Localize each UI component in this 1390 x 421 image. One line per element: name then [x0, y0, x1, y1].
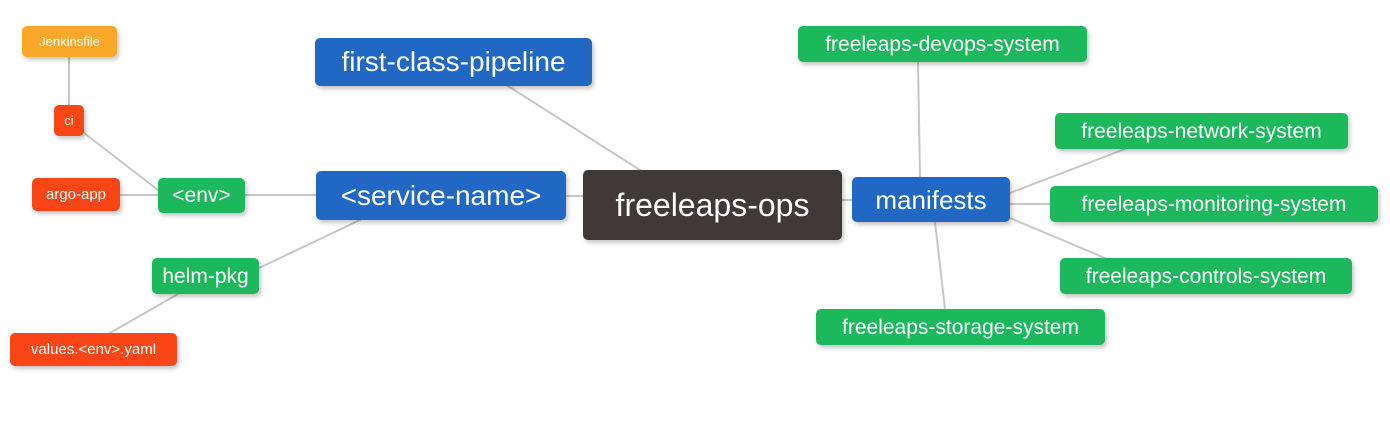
node-argo-app[interactable]: argo-app	[32, 178, 120, 211]
node-ci[interactable]: ci	[54, 105, 84, 136]
node-freeleaps-network-system[interactable]: freeleaps-network-system	[1055, 113, 1348, 149]
node-label-freeleaps-ops: freeleaps-ops	[615, 187, 810, 223]
node-label-helm-pkg: helm-pkg	[162, 264, 249, 288]
node-label-freeleaps-storage-system: freeleaps-storage-system	[842, 315, 1079, 339]
node-service-name[interactable]: <service-name>	[316, 171, 566, 220]
node-label-freeleaps-controls-system: freeleaps-controls-system	[1085, 264, 1327, 288]
node-label-argo-app: argo-app	[45, 186, 107, 203]
node-label-service-name: <service-name>	[340, 179, 542, 211]
node-freeleaps-devops-system[interactable]: freeleaps-devops-system	[798, 26, 1087, 62]
node-freeleaps-ops[interactable]: freeleaps-ops	[583, 170, 842, 240]
node-helm-pkg[interactable]: helm-pkg	[152, 258, 259, 294]
edge-helm-pkg-to-values-yaml	[109, 293, 179, 334]
node-label-freeleaps-network-system: freeleaps-network-system	[1081, 119, 1322, 143]
node-freeleaps-monitoring-system[interactable]: freeleaps-monitoring-system	[1050, 186, 1378, 222]
node-label-values-yaml: values.<env>.yaml	[30, 341, 157, 358]
node-label-first-class-pipeline: first-class-pipeline	[341, 46, 566, 77]
edge-first-class-pipeline-to-freeleaps-ops	[507, 85, 641, 171]
node-env[interactable]: <env>	[158, 178, 245, 213]
node-label-manifests: manifests	[875, 184, 987, 215]
node-freeleaps-controls-system[interactable]: freeleaps-controls-system	[1060, 258, 1352, 294]
edge-manifests-to-freeleaps-devops-system	[917, 61, 921, 178]
node-jenkinsfile[interactable]: Jenkinsfile	[22, 26, 117, 57]
node-label-jenkinsfile: Jenkinsfile	[39, 34, 100, 49]
node-label-env: <env>	[172, 184, 231, 207]
edge-manifests-to-freeleaps-storage-system	[934, 221, 946, 310]
node-manifests[interactable]: manifests	[852, 177, 1010, 222]
node-values-yaml[interactable]: values.<env>.yaml	[10, 333, 177, 366]
edge-manifests-to-freeleaps-controls-system	[1009, 217, 1106, 259]
node-first-class-pipeline[interactable]: first-class-pipeline	[315, 38, 592, 86]
node-freeleaps-storage-system[interactable]: freeleaps-storage-system	[816, 309, 1105, 345]
node-label-freeleaps-devops-system: freeleaps-devops-system	[825, 32, 1060, 56]
edge-service-name-to-helm-pkg	[258, 219, 361, 269]
node-label-ci: ci	[64, 113, 74, 128]
node-label-freeleaps-monitoring-system: freeleaps-monitoring-system	[1081, 192, 1347, 216]
